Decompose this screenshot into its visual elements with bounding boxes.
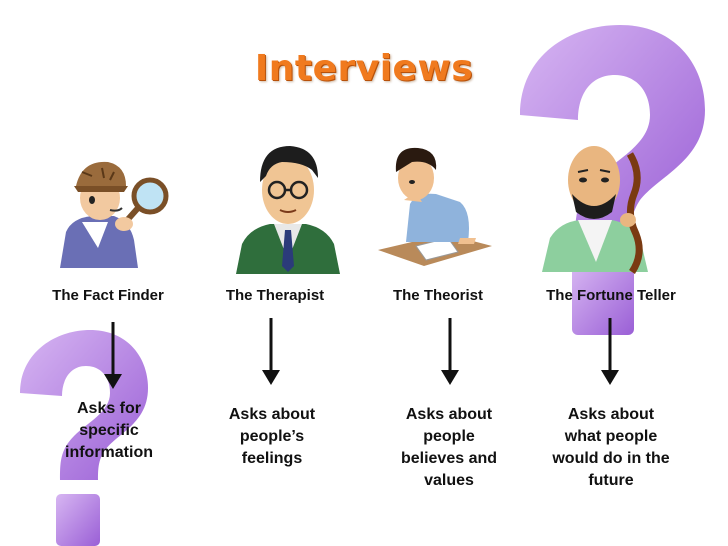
label-theorist: The Theorist (392, 287, 483, 304)
desc-line: people (423, 428, 475, 445)
desc-line: Asks for (76, 400, 142, 417)
label-fortune-teller: The Fortune Teller (546, 287, 676, 304)
arrow-down-icon (441, 318, 459, 385)
desc-line: Asks about (228, 406, 316, 423)
desc-line: Asks about (405, 406, 493, 423)
desc-line: values (424, 472, 474, 489)
desc-line: information (65, 444, 153, 461)
desc-fortune-teller: Asks about what people would do in the f… (533, 404, 689, 492)
desc-line: specific (79, 422, 139, 439)
question-mark-icon (520, 25, 705, 335)
arrow-down-icon (104, 322, 122, 389)
desc-line: people’s (239, 428, 305, 445)
therapist-icon (236, 146, 340, 274)
desc-line: Asks about (567, 406, 655, 423)
arrow-down-icon (601, 318, 619, 385)
desc-line: believes and (400, 450, 498, 467)
desc-theorist: Asks about people believes and values (374, 404, 524, 492)
theorist-icon (378, 147, 492, 266)
desc-line: would do in the (552, 450, 670, 467)
desc-fact-finder: Asks for specific information (34, 398, 184, 464)
desc-line: future (588, 472, 634, 489)
desc-line: what people (564, 428, 658, 445)
arrow-down-icon (262, 318, 280, 385)
label-fact-finder: The Fact Finder (52, 287, 164, 304)
detective-icon (60, 161, 169, 268)
question-mark-icon (20, 330, 148, 546)
desc-therapist: Asks about people’s feelings (197, 404, 347, 470)
label-therapist: The Therapist (225, 287, 325, 304)
fortune-teller-icon (542, 146, 648, 274)
page-title: Interviews (254, 48, 474, 89)
desc-line: feelings (241, 450, 303, 467)
